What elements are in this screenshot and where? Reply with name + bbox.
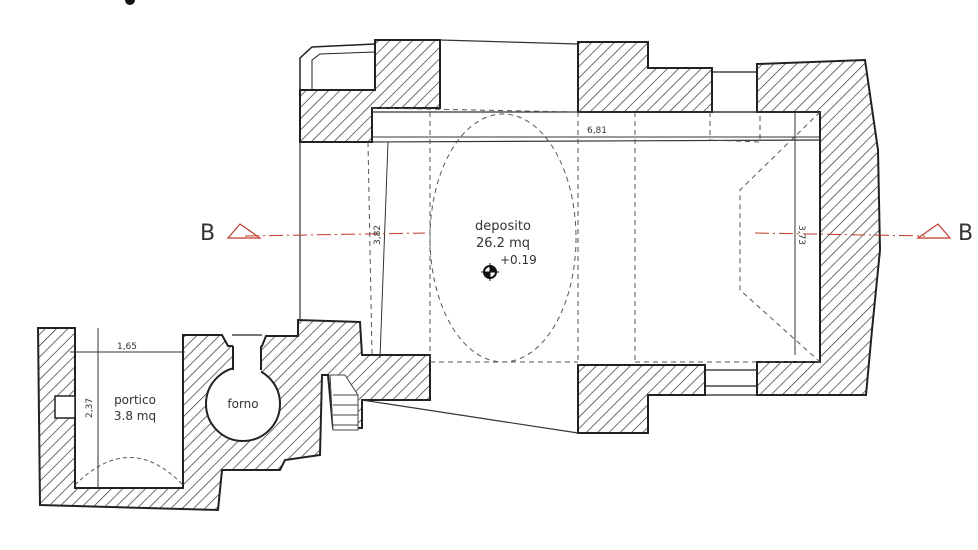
forno-oven (205, 344, 281, 442)
dimension-portico-depth: 2,37 (85, 398, 95, 418)
room-name-portico: portico (114, 393, 156, 407)
dimension-deposito-length: 6,81 (587, 126, 607, 136)
level-marker-icon (481, 263, 499, 281)
frame-top-left (299, 43, 376, 90)
section-line (226, 223, 952, 239)
dimension-deposito-width-right: 3,73 (796, 225, 806, 245)
room-area-deposito: 26.2 mq (476, 236, 530, 251)
portico-niche (54, 395, 76, 419)
portico-arch (74, 457, 184, 486)
section-arrow-right-icon (916, 223, 952, 239)
dimension-portico-width: 1,65 (117, 342, 137, 352)
wall-bottom-middle (577, 364, 706, 434)
deposito-room-lines (299, 39, 821, 434)
walls (36, 39, 882, 512)
level-value: +0.19 (500, 253, 537, 267)
vault-dashed-lines (367, 107, 821, 365)
room-name-deposito: deposito (475, 219, 531, 234)
section-arrow-left-icon (226, 223, 262, 239)
room-area-portico: 3.8 mq (114, 409, 156, 423)
section-marker-right: B (958, 221, 973, 246)
room-name-forno: forno (227, 397, 258, 411)
level-marker-icon (125, 0, 135, 5)
section-marker-left: B (200, 221, 215, 246)
stairs (329, 374, 359, 431)
wall-top-left (299, 39, 441, 143)
dimension-lines (70, 112, 820, 488)
wall-right (756, 58, 882, 396)
dimension-deposito-width-left: 3,82 (373, 225, 383, 245)
wall-top-middle (577, 41, 713, 113)
